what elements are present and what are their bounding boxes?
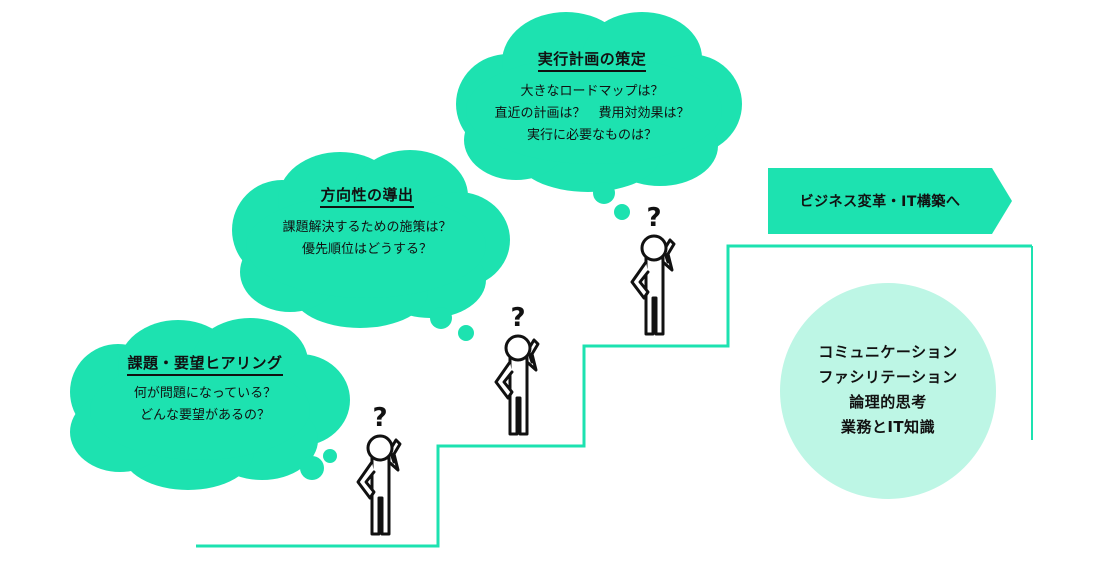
skill-item: 論理的思考 [849,393,927,411]
cloud-1-line-2: どんな要望があるの？ [139,408,270,423]
skill-item: コミュニケーション [818,343,958,361]
thought-cloud-3 [456,12,742,220]
skills-circle [780,283,996,499]
question-mark-2: ? [510,303,525,333]
staircase-line [196,244,1032,548]
cloud-3-title: 実行計画の策定 [537,50,647,72]
cloud-2-text: 方向性の導出 課題解決するための施策は？ 優先順位はどうする？ [262,184,472,261]
question-mark-1: ? [372,403,387,433]
cloud-1-line-1: 何が問題になっている？ [133,386,277,401]
thought-cloud-2 [232,150,510,341]
skills-list: コミュニケーション ファシリテーション 論理的思考 業務とIT知識 [788,340,988,440]
thought-cloud-1 [70,318,350,490]
skill-item: 業務とIT知識 [840,418,936,436]
banner-arrow [768,168,1012,234]
thinking-person-icon: ? [630,203,676,336]
cloud-3-line-3: 実行に必要なものは？ [526,128,657,143]
cloud-2-line-1: 課題解決するための施策は？ [282,220,452,235]
cloud-3-line-2: 直近の計画は？ 費用対効果は？ [494,106,690,121]
thinking-person-icon: ? [494,303,540,436]
cloud-1-title: 課題・要望ヒアリング [127,354,283,376]
cloud-1-text: 課題・要望ヒアリング 何が問題になっている？ どんな要望があるの？ [110,352,300,427]
question-mark-3: ? [646,203,661,233]
banner-label: ビジネス変革・IT構築へ [799,194,961,210]
cloud-3-text: 実行計画の策定 大きなロードマップは？ 直近の計画は？ 費用対効果は？ 実行に必… [474,48,710,147]
skill-item: ファシリテーション [818,368,958,386]
cloud-2-line-2: 優先順位はどうする？ [301,242,432,257]
cloud-2-title: 方向性の導出 [320,186,414,208]
thinking-person-icon: ? [356,403,402,536]
cloud-3-line-1: 大きなロードマップは？ [520,84,664,99]
